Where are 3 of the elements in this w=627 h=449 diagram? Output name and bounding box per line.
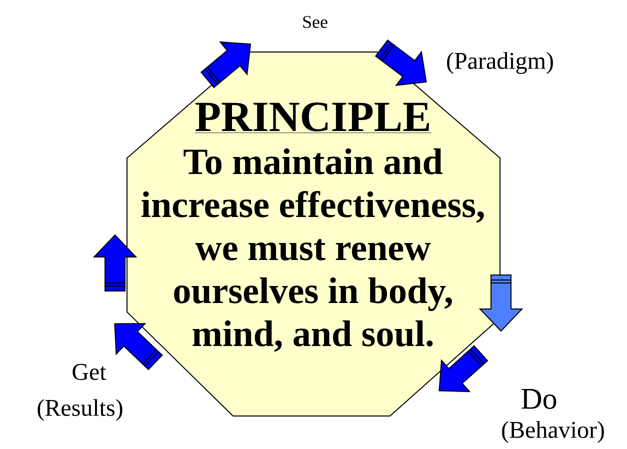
label: See (303, 16, 328, 28)
label: (Results) (38, 399, 122, 421)
label: (Behavior) (502, 421, 604, 443)
